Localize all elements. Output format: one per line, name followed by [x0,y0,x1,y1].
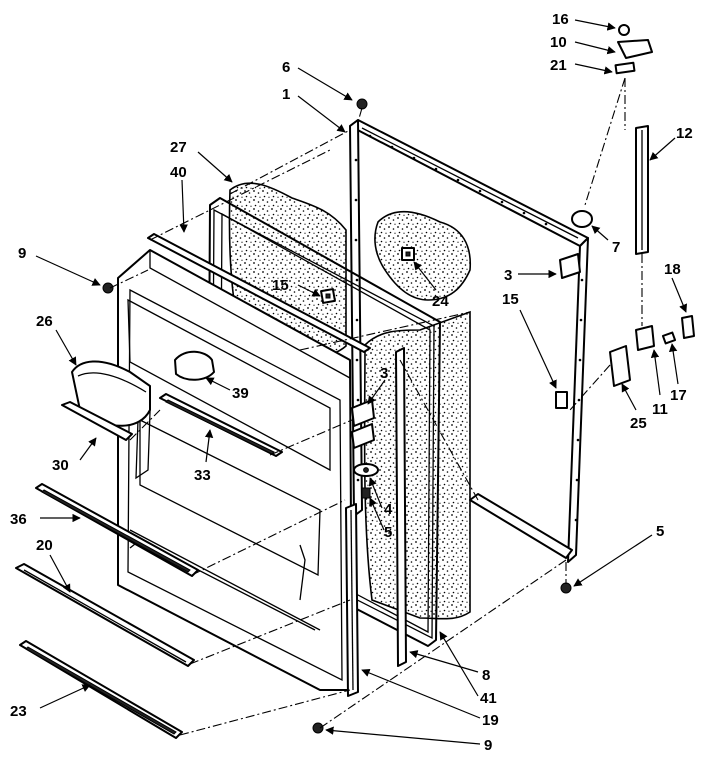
callout-27: 27 [170,139,187,156]
callout-4: 4 [384,501,393,518]
callout-21: 21 [550,57,567,74]
callout-24: 24 [432,293,449,310]
screw-9-left [102,282,114,294]
callout-25: 25 [630,415,647,432]
vertical-breaker-strip [395,347,407,667]
insulation-panel-right [363,310,471,620]
callout-9-bottom: 9 [484,737,492,754]
bottom-trim [19,640,183,739]
callout-15-right: 15 [502,291,519,308]
retainer-clip [320,288,336,304]
callout-40: 40 [170,164,187,181]
callout-39: 39 [232,385,249,402]
door-shelf-bin [61,360,151,441]
shelf-bar-upper [159,393,283,457]
callout-11: 11 [652,401,668,418]
door-frame-bottom-rail [469,493,573,559]
vertical-trim-strip [345,503,359,697]
small-bin [174,350,215,381]
handle-mount-bottom [635,325,677,351]
screw-6 [356,98,368,110]
callout-labels: 16 10 21 6 1 12 27 40 7 9 3 18 15 24 26 … [10,11,693,754]
callout-18: 18 [664,261,681,278]
screw-5-bottom-right [560,582,572,594]
hinge-top [614,24,653,75]
callout-26: 26 [36,313,53,330]
callout-33: 33 [194,467,211,484]
shelf-rail [35,483,199,577]
callout-6: 6 [282,59,290,76]
callout-10: 10 [550,34,567,51]
callout-12: 12 [676,125,693,142]
handle-bar [635,125,649,255]
handle-end-cap [681,315,695,339]
callout-1: 1 [282,86,290,103]
callout-41: 41 [480,690,497,707]
insulation-clip [401,247,415,261]
callout-17: 17 [670,387,687,404]
callout-23: 23 [10,703,27,720]
leader-arrows [35,19,688,745]
shelf-bar-lower [15,563,195,667]
hinge-bracket-right [559,253,581,279]
callout-20: 20 [36,537,53,554]
callout-9-left: 9 [18,245,26,262]
assembly-lines [109,77,643,736]
hinge-plate-25 [609,345,631,387]
retainer-clip-right [555,391,568,409]
callout-3-center: 3 [380,365,388,382]
callout-36: 36 [10,511,27,528]
hinge-pin-7 [571,210,593,228]
callout-5-center: 5 [384,524,392,541]
callout-30: 30 [52,457,69,474]
callout-5-right: 5 [656,523,664,540]
callout-8: 8 [482,667,490,684]
insulation-piece-24 [374,210,472,301]
callout-7: 7 [612,239,620,256]
callout-15-left: 15 [272,277,289,294]
top-seal-strip [147,233,371,353]
screw-9-bottom [312,722,324,734]
callout-16: 16 [552,11,569,28]
callout-19: 19 [482,712,499,729]
callout-3-right: 3 [504,267,512,284]
hinge-bracket-center [351,399,379,499]
